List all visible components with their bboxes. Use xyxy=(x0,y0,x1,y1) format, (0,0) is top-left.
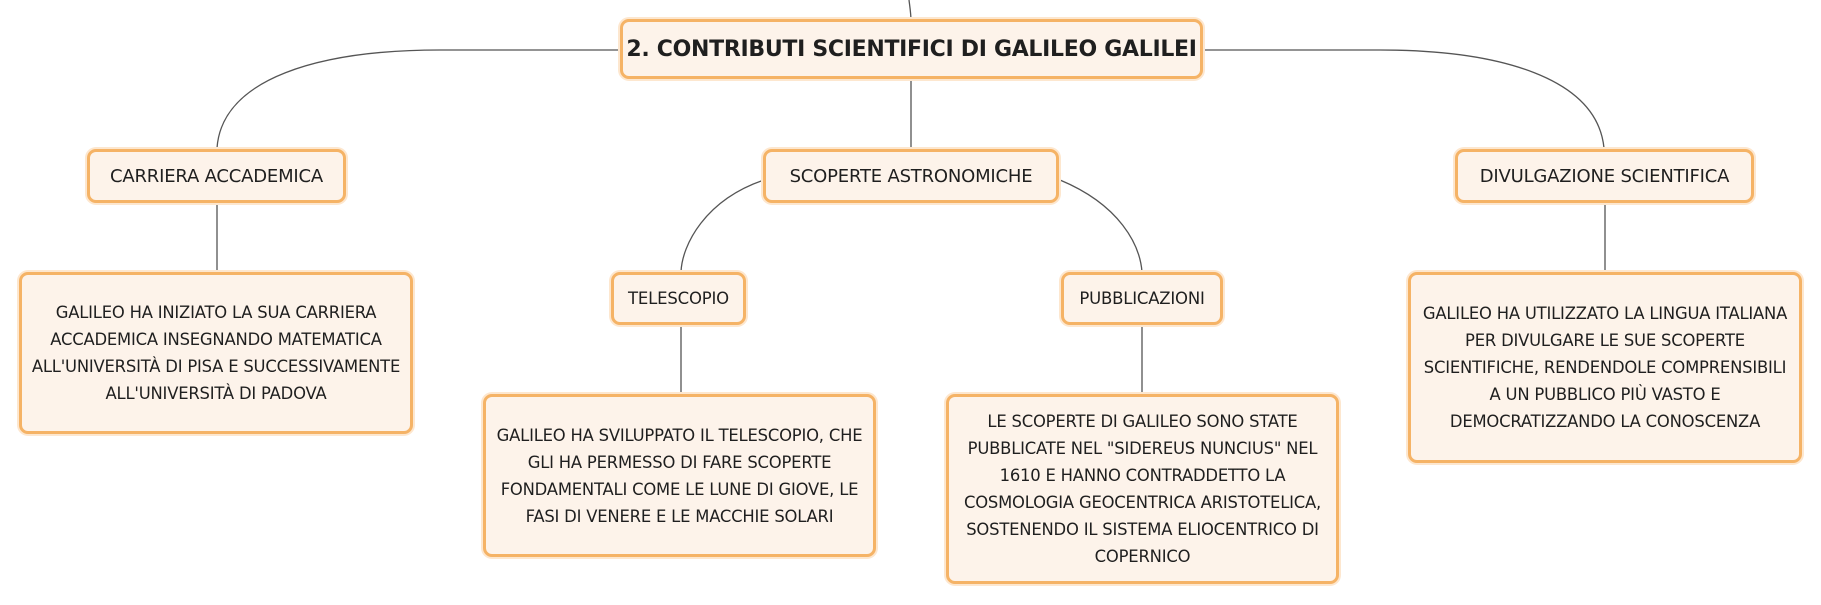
connector-root-carriera xyxy=(216,49,622,149)
detail-carriera[interactable]: GALILEO HA INIZIATO LA SUA CARRIERA ACCA… xyxy=(19,272,413,434)
root-label: 2. CONTRIBUTI SCIENTIFICI DI GALILEO GAL… xyxy=(626,36,1197,62)
detail-divulgazione[interactable]: GALILEO HA UTILIZZATO LA LINGUA ITALIANA… xyxy=(1408,272,1802,463)
detail-telescopio[interactable]: GALILEO HA SVILUPPATO IL TELESCOPIO, CHE… xyxy=(483,394,876,557)
divulgazione-detail-text: GALILEO HA UTILIZZATO LA LINGUA ITALIANA… xyxy=(1422,304,1788,431)
node-pubblicazioni[interactable]: PUBBLICAZIONI xyxy=(1061,272,1223,325)
carriera-detail-text: GALILEO HA INIZIATO LA SUA CARRIERA ACCA… xyxy=(31,303,401,403)
connector-root-divulgazione xyxy=(1203,49,1605,149)
node-scoperte-astronomiche[interactable]: SCOPERTE ASTRONOMICHE xyxy=(763,149,1059,203)
connector-parent-root xyxy=(908,0,912,22)
root-node[interactable]: 2. CONTRIBUTI SCIENTIFICI DI GALILEO GAL… xyxy=(620,19,1203,79)
pubblicazioni-detail-text: LE SCOPERTE DI GALILEO SONO STATE PUBBLI… xyxy=(963,412,1322,566)
detail-pubblicazioni[interactable]: LE SCOPERTE DI GALILEO SONO STATE PUBBLI… xyxy=(946,394,1339,584)
connector-scoperte-pubblicazioni xyxy=(1059,179,1143,273)
pubblicazioni-label: PUBBLICAZIONI xyxy=(1079,289,1205,308)
carriera-label: CARRIERA ACCADEMICA xyxy=(110,165,323,187)
node-carriera-accademica[interactable]: CARRIERA ACCADEMICA xyxy=(87,149,346,203)
node-divulgazione-scientifica[interactable]: DIVULGAZIONE SCIENTIFICA xyxy=(1455,149,1754,203)
connector-scoperte-telescopio xyxy=(680,179,765,273)
telescopio-label: TELESCOPIO xyxy=(628,289,729,308)
scoperte-label: SCOPERTE ASTRONOMICHE xyxy=(789,165,1033,187)
telescopio-detail-text: GALILEO HA SVILUPPATO IL TELESCOPIO, CHE… xyxy=(496,425,863,526)
divulgazione-label: DIVULGAZIONE SCIENTIFICA xyxy=(1479,165,1730,187)
node-telescopio[interactable]: TELESCOPIO xyxy=(611,272,746,325)
